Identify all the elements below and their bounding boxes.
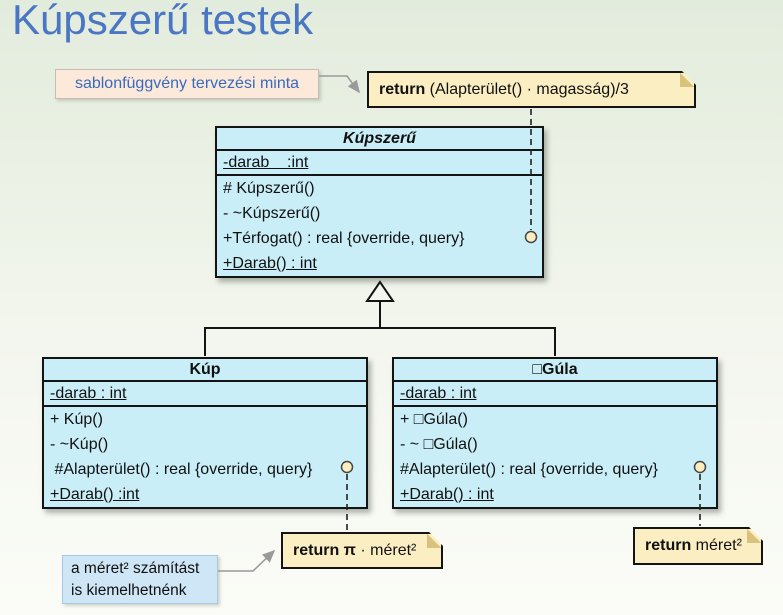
note-gula-text: méret² [691,537,742,554]
note-fold-icon [680,73,694,87]
method-gula-alapterulet: #Alapterület() : real {override, query} [400,461,658,478]
comment-line1: a méret² számítást [71,560,200,577]
method-kupszeru-dtor: - ~Kúpszerű() [223,205,321,222]
class-box-gula: □Gúla -darab : int + □Gúla() - ~ □Gúla()… [392,357,718,509]
note-kup-keyword: return π [293,541,356,559]
method-kupszeru-ctor: # Kúpszerű() [223,180,315,197]
callout-arrow-icon [218,549,276,572]
class-methods-kup: + Kúp() - ~Kúp() #Alapterület() : real {… [44,407,366,507]
inheritance-triangle-icon [365,280,395,302]
pattern-label-callout: sablonfüggvény tervezési minta [55,69,319,99]
class-name-kup: Kúp [44,359,366,382]
class-methods-gula: + □Gúla() - ~ □Gúla() #Alapterület() : r… [394,407,716,507]
note-gula-keyword: return [645,537,692,554]
class-methods-kupszeru: # Kúpszerű() - ~Kúpszerű() +Térfogat() :… [217,176,542,276]
class-name-gula: □Gúla [394,359,716,382]
note-gula-formula: return méret² [633,527,763,565]
comment-callout: a méret² számítást is kiemelhetnénk [62,555,218,604]
field-kup-darab: -darab : int [50,385,127,402]
inheritance-connector [204,302,556,356]
comment-line2: is kiemelhetnénk [71,582,187,599]
field-gula-darab: -darab : int [400,385,477,402]
method-kup-dtor: - ~Kúp() [50,436,109,453]
class-box-kupszeru: Kúpszerű -darab :int # Kúpszerű() - ~Kúp… [215,126,544,278]
class-box-kup: Kúp -darab : int + Kúp() - ~Kúp() #Alapt… [42,357,368,509]
method-kup-alapterulet: #Alapterület() : real {override, query} [50,461,313,478]
field-kupszeru-darab: -darab :int [223,154,309,171]
method-gula-dtor: - ~ □Gúla() [400,436,478,453]
method-kup-ctor: + Kúp() [50,411,103,428]
method-kup-darab: +Darab() :int [50,486,140,503]
pattern-label-text: sablonfüggvény tervezési minta [74,75,300,92]
note-kup-text: · méret² [355,541,417,559]
note-fold-icon [427,534,441,548]
note-volume-keyword: return [379,80,426,98]
method-kupszeru-darab: +Darab() : int [223,255,317,272]
method-gula-ctor: + □Gúla() [400,411,468,428]
class-name-kupszeru: Kúpszerű [217,128,542,151]
page-title: Kúpszerű testek [12,0,314,43]
note-kup-formula: return π · méret² [281,532,443,569]
callout-arrow-icon [319,75,360,94]
note-volume-formula: return (Alapterület() · magasság)/3 [367,71,696,108]
note-volume-text: (Alapterület() · magasság)/3 [425,80,629,98]
method-gula-darab: +Darab() : int [400,486,494,503]
note-fold-icon [747,529,761,543]
method-kupszeru-terfogat: +Térfogat() : real {override, query} [223,230,465,247]
